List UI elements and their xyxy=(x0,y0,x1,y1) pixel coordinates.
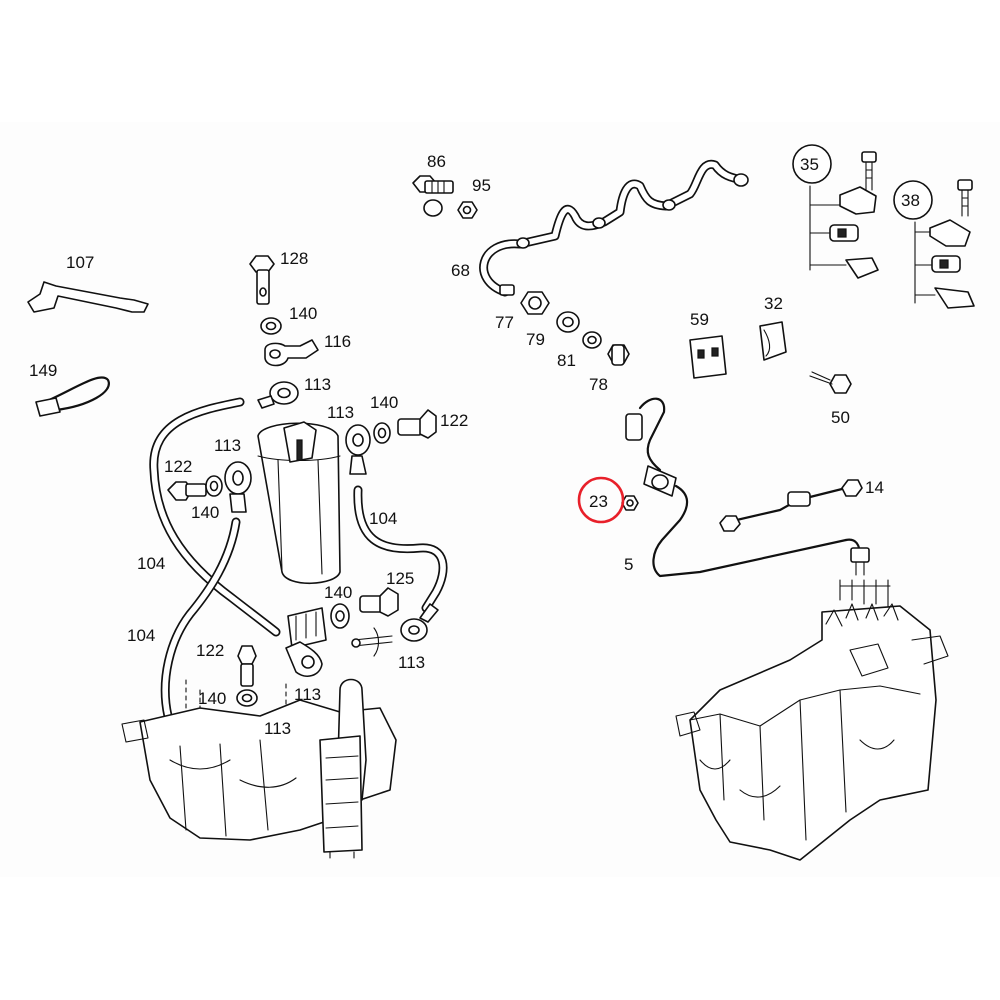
highlight-circle xyxy=(577,476,625,524)
washer-140-right xyxy=(373,422,391,444)
bracket-107 xyxy=(27,281,149,313)
fitting-116 xyxy=(264,339,319,367)
banjo-113-left xyxy=(224,461,252,513)
label-149: 149 xyxy=(29,361,57,380)
label-140-top: 140 xyxy=(289,304,317,323)
label-35: 35 xyxy=(800,155,819,174)
clamp-59 xyxy=(689,335,727,379)
label-23: 23 xyxy=(589,492,608,511)
part-14 xyxy=(719,479,863,532)
label-95: 95 xyxy=(472,176,491,195)
washer-140-bottom xyxy=(236,689,258,707)
label-104-mid: 104 xyxy=(137,554,165,573)
banjo-113-lower-right xyxy=(400,603,439,642)
nut-95 xyxy=(457,201,478,219)
washer-140-top xyxy=(260,317,282,335)
callout-circle-35 xyxy=(792,144,832,184)
screw-50 xyxy=(809,371,852,394)
strap-149 xyxy=(35,376,110,417)
banjo-113-center xyxy=(285,641,323,677)
callout-circle-38 xyxy=(893,180,933,220)
sensor-line-5 xyxy=(625,397,870,578)
label-122-lower: 122 xyxy=(196,641,224,660)
label-113-top: 113 xyxy=(304,375,331,394)
label-113-center: 113 xyxy=(294,685,321,704)
label-122-right: 122 xyxy=(440,411,468,430)
callout-labels: 86 95 68 77 79 81 78 35 38 59 32 50 14 5… xyxy=(29,144,933,738)
label-5: 5 xyxy=(624,555,633,574)
fitting-row-77-81 xyxy=(520,291,630,366)
bolt-122-right xyxy=(397,409,437,439)
label-14: 14 xyxy=(865,478,884,497)
label-77: 77 xyxy=(495,313,514,332)
label-113-left: 113 xyxy=(214,436,241,455)
bolt-122-lower xyxy=(237,645,257,687)
label-86: 86 xyxy=(427,152,446,171)
banjo-bolt-128 xyxy=(249,255,275,305)
label-68: 68 xyxy=(451,261,470,280)
label-38: 38 xyxy=(901,191,920,210)
label-140-bottom: 140 xyxy=(198,689,226,708)
label-113-right: 113 xyxy=(327,403,354,422)
label-107: 107 xyxy=(66,253,94,272)
label-113-bottom: 113 xyxy=(264,719,291,738)
label-32: 32 xyxy=(764,294,783,313)
bracket-set-38 xyxy=(914,179,975,309)
label-122-left: 122 xyxy=(164,457,192,476)
label-140-right: 140 xyxy=(370,393,398,412)
banjo-113-top xyxy=(257,381,299,409)
washer-140-left xyxy=(205,475,223,497)
label-59: 59 xyxy=(690,310,709,329)
banjo-113-right xyxy=(345,424,371,475)
injection-line-68 xyxy=(479,159,749,297)
label-79: 79 xyxy=(526,330,545,349)
banjo-bolt-86 xyxy=(412,175,454,217)
bracket-set-35 xyxy=(809,151,879,279)
label-104-low: 104 xyxy=(127,626,155,645)
nut-23 xyxy=(621,495,639,511)
label-104-right: 104 xyxy=(369,509,397,528)
label-125: 125 xyxy=(386,569,414,588)
fuel-filter xyxy=(257,421,341,585)
label-81: 81 xyxy=(557,351,576,370)
label-113-lower-right: 113 xyxy=(398,653,425,672)
injection-pump-right xyxy=(675,579,949,861)
bolt-122-left xyxy=(167,481,207,501)
label-140-left: 140 xyxy=(191,503,219,522)
label-140-lower: 140 xyxy=(324,583,352,602)
highlight-callout-23: 23 xyxy=(577,476,625,524)
fitting-block xyxy=(287,607,327,649)
label-116: 116 xyxy=(324,332,351,351)
label-78: 78 xyxy=(589,375,608,394)
label-50: 50 xyxy=(831,408,850,427)
washer-140-lower xyxy=(330,603,350,629)
clamp-32 xyxy=(759,321,787,361)
label-128: 128 xyxy=(280,249,308,268)
pin-connector xyxy=(351,627,393,657)
bolt-125 xyxy=(359,587,399,617)
injection-pump-left xyxy=(121,678,397,859)
